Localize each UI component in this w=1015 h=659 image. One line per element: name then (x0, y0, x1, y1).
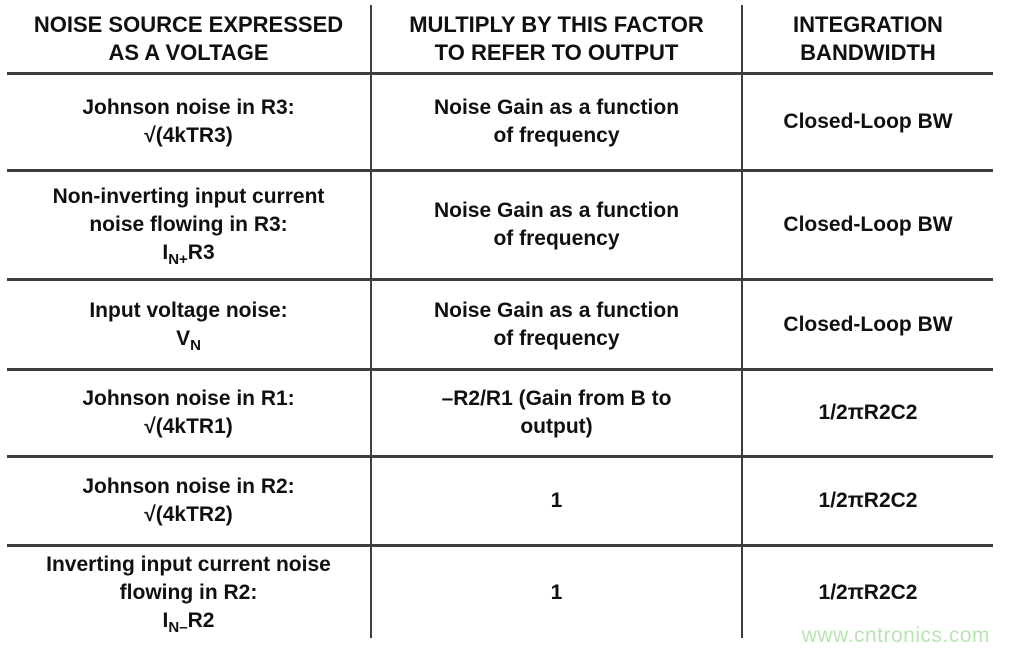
cell-line: √(4kTR2) (144, 503, 233, 526)
header-multiply-factor: MULTIPLY BY THIS FACTOR TO REFER TO OUTP… (372, 5, 743, 75)
header-line: TO REFER TO OUTPUT (434, 39, 679, 65)
header-noise-source: NOISE SOURCE EXPRESSED AS A VOLTAGE (7, 5, 372, 75)
header-line: AS A VOLTAGE (108, 39, 269, 65)
cell-r3-bandwidth: Closed-Loop BW (743, 281, 993, 371)
cell-line: Inverting input current noise (46, 552, 331, 576)
cell-r3-source: Input voltage noise: VN (7, 281, 372, 371)
cell-r4-factor: –R2/R1 (Gain from B to output) (372, 371, 743, 458)
cell-r2-source: Non-inverting input current noise flowin… (7, 172, 372, 281)
cell-r1-source: Johnson noise in R3: √(4kTR3) (7, 75, 372, 172)
cell-r4-bandwidth: 1/2πR2C2 (743, 371, 993, 458)
header-line: BANDWIDTH (800, 39, 936, 65)
cell-r6-factor: 1 (372, 547, 743, 638)
cell-r5-source: Johnson noise in R2: √(4kTR2) (7, 458, 372, 547)
cell-line: Noise Gain as a function (433, 298, 680, 322)
cell-r6-source: Inverting input current noise flowing in… (7, 547, 372, 638)
cell-line: flowing in R2: (119, 580, 258, 604)
cell-r2-factor: Noise Gain as a function of frequency (372, 172, 743, 281)
formula-subscript: N+ (168, 251, 188, 268)
formula-subscript: N (190, 336, 201, 354)
cell-line: of frequency (493, 227, 620, 250)
cell-r1-bandwidth: Closed-Loop BW (743, 75, 993, 172)
cell-line: –R2/R1 (Gain from B to (441, 387, 672, 410)
cell-r5-bandwidth: 1/2πR2C2 (743, 458, 993, 547)
cell-r2-bandwidth: Closed-Loop BW (743, 172, 993, 281)
header-line: INTEGRATION (793, 11, 943, 37)
formula-subscript: N– (168, 618, 188, 636)
noise-source-table: NOISE SOURCE EXPRESSED AS A VOLTAGE MULT… (7, 5, 993, 638)
header-line: MULTIPLY BY THIS FACTOR (409, 11, 704, 37)
cell-line: 1/2πR2C2 (818, 580, 918, 604)
cell-r4-source: Johnson noise in R1: √(4kTR1) (7, 371, 372, 458)
cell-r5-factor: 1 (372, 458, 743, 547)
cell-line: Non-inverting input current (52, 185, 325, 208)
cell-line: Noise Gain as a function (433, 96, 680, 119)
cell-line: Closed-Loop BW (783, 213, 953, 236)
cell-line: Noise Gain as a function (433, 199, 680, 222)
cell-line: of frequency (493, 124, 620, 147)
cell-formula: VN (176, 326, 201, 354)
cell-line: 1 (550, 580, 563, 604)
cell-line: Closed-Loop BW (783, 312, 953, 336)
cell-line: Johnson noise in R1: (82, 387, 295, 410)
cell-r1-factor: Noise Gain as a function of frequency (372, 75, 743, 172)
cell-line: output) (520, 415, 593, 438)
cell-r3-factor: Noise Gain as a function of frequency (372, 281, 743, 371)
cell-formula: IN+R3 (162, 241, 215, 268)
watermark-text: www.cntronics.com (801, 624, 990, 647)
cell-line: Johnson noise in R3: (82, 96, 295, 119)
cell-line: √(4kTR3) (144, 124, 233, 147)
cell-line: 1/2πR2C2 (818, 489, 918, 512)
cell-line: of frequency (493, 326, 620, 350)
cell-line: noise flowing in R3: (89, 213, 288, 236)
header-line: NOISE SOURCE EXPRESSED (33, 11, 344, 37)
cell-line: 1/2πR2C2 (818, 401, 918, 424)
cell-line: Closed-Loop BW (783, 110, 953, 133)
cell-line: 1 (550, 489, 563, 512)
cell-formula: IN–R2 (162, 608, 215, 636)
cell-line: √(4kTR1) (144, 415, 233, 438)
cell-r6-bandwidth: 1/2πR2C2 (743, 547, 993, 638)
cell-line: Johnson noise in R2: (82, 475, 295, 498)
cell-line: Input voltage noise: (89, 298, 288, 322)
header-integration-bandwidth: INTEGRATION BANDWIDTH (743, 5, 993, 75)
